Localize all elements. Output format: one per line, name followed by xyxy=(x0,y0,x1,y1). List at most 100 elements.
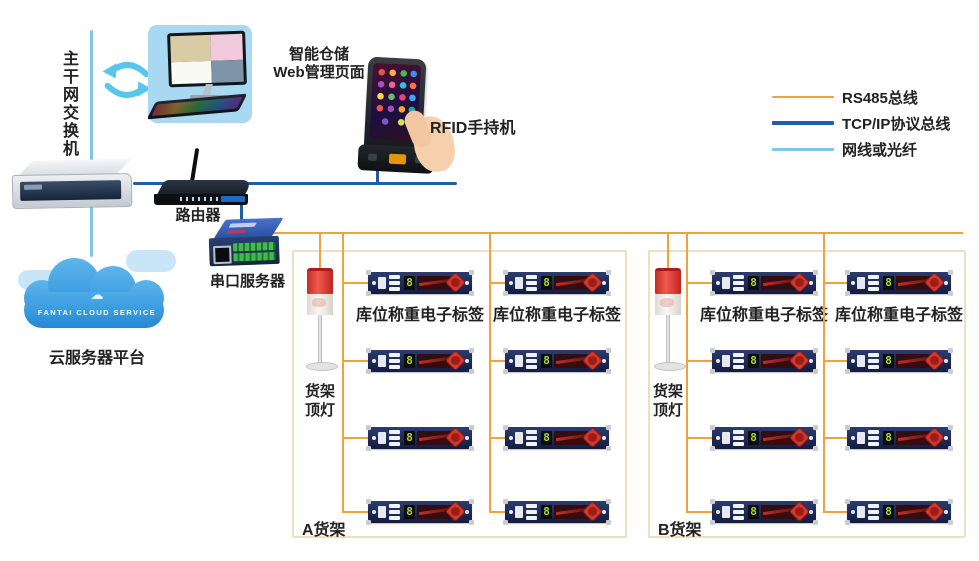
tag-led-display xyxy=(554,276,590,290)
rs485-rail-wire xyxy=(489,232,491,513)
tag-buttons xyxy=(868,353,879,369)
tag-screw xyxy=(944,510,948,514)
cloud-platform-label: 云服务器平台 xyxy=(48,350,145,367)
stack-light-pole xyxy=(666,315,670,365)
tag-column-label: 库位称重电子标签 xyxy=(492,307,622,324)
weighing-tag-device: 8 xyxy=(503,499,611,525)
terminal-block xyxy=(233,251,276,262)
tag-led-display xyxy=(761,276,797,290)
tag-screw xyxy=(372,510,376,514)
tag-screw xyxy=(465,436,469,440)
backbone-switch-label: 主干网交换机 xyxy=(60,50,77,158)
weighing-tag-device: 8 xyxy=(503,348,611,374)
tag-sticker xyxy=(857,355,865,367)
weighing-tag-device: 8 xyxy=(366,499,474,525)
tag-column-label: 库位称重电子标签 xyxy=(699,307,829,324)
weighing-tag-device: 8 xyxy=(710,425,818,451)
rs485-stub-wire xyxy=(824,282,847,284)
tag-screw xyxy=(716,281,720,285)
tag-buttons xyxy=(868,504,879,520)
cloud-icon: ☁ xyxy=(90,287,104,302)
stack-light-red-lens xyxy=(307,268,333,294)
tag-led-display xyxy=(554,354,590,368)
ethernet-fiber-wire-top xyxy=(90,30,93,162)
tag-buttons xyxy=(389,275,400,291)
stack-light-label: 货架顶灯 xyxy=(304,383,335,419)
cloud-brand-text: FANTAI CLOUD SERVICE xyxy=(37,308,157,317)
router-device xyxy=(152,146,253,208)
tag-screw xyxy=(716,436,720,440)
tag-buttons xyxy=(868,275,879,291)
rs485-stub-wire xyxy=(343,437,368,439)
rs485-stub-wire xyxy=(824,360,847,362)
tag-sticker xyxy=(857,277,865,289)
tag-screw xyxy=(851,281,855,285)
tag-digit-display: 8 xyxy=(883,505,894,519)
tag-led-display xyxy=(896,276,932,290)
tag-buttons xyxy=(526,504,537,520)
handheld-scan-button xyxy=(388,153,407,165)
tag-digit-display: 8 xyxy=(541,354,552,368)
switch-logo xyxy=(24,184,43,190)
weighing-tag-device: 8 xyxy=(845,348,953,374)
tag-sticker xyxy=(857,506,865,518)
rs485-stub-wire xyxy=(490,282,505,284)
tag-screw xyxy=(809,436,813,440)
handheld-key xyxy=(367,153,378,162)
rs485-stub-wire xyxy=(343,282,368,284)
tag-screw xyxy=(509,359,513,363)
rs485-stub-wire xyxy=(687,511,712,513)
tag-screw xyxy=(716,510,720,514)
stack-light-device xyxy=(306,268,338,371)
tag-screw xyxy=(465,359,469,363)
rj45-port xyxy=(213,245,232,265)
tag-digit-display: 8 xyxy=(883,431,894,445)
tag-sticker xyxy=(378,277,386,289)
rs485-tower-drop-wire xyxy=(319,232,321,272)
tcpip-bus-wire xyxy=(133,182,457,185)
cloud-back-puff xyxy=(126,250,176,272)
weighing-tag-device: 8 xyxy=(710,270,818,296)
tag-screw xyxy=(851,359,855,363)
weighing-tag-device: 8 xyxy=(366,270,474,296)
tag-sticker xyxy=(515,506,523,518)
shelf-zone-box xyxy=(648,250,966,538)
rs485-rail-wire xyxy=(823,232,825,513)
weighing-tag-device: 8 xyxy=(710,348,818,374)
rs485-stub-wire xyxy=(343,360,368,362)
legend-swatch xyxy=(772,147,834,151)
tag-sticker xyxy=(378,506,386,518)
web-page-label-line1: 智能仓储 xyxy=(288,46,349,63)
tag-led-display xyxy=(896,431,932,445)
tag-digit-display: 8 xyxy=(883,354,894,368)
tag-screw xyxy=(509,436,513,440)
tag-digit-display: 8 xyxy=(748,431,759,445)
tag-screw xyxy=(372,359,376,363)
rfid-label: RFID手持机 xyxy=(430,120,516,137)
tag-screw xyxy=(602,436,606,440)
legend-item-tcpip: TCP/IP协议总线 xyxy=(772,110,950,136)
serial-server-marking xyxy=(226,229,247,234)
tag-screw xyxy=(716,359,720,363)
tag-sticker xyxy=(722,277,730,289)
tag-led-display xyxy=(896,505,932,519)
ethernet-fiber-wire-cloud xyxy=(90,205,93,257)
legend-item-fiber: 网线或光纤 xyxy=(772,136,950,162)
tag-sticker xyxy=(722,355,730,367)
tag-digit-display: 8 xyxy=(748,354,759,368)
rs485-stub-wire xyxy=(343,511,368,513)
cloud-shape: ☁ FANTAI CLOUD SERVICE xyxy=(24,252,170,330)
weighing-tag-device: 8 xyxy=(366,425,474,451)
tag-screw xyxy=(509,510,513,514)
stack-light-clear-lens xyxy=(655,294,681,315)
legend-label: RS485总线 xyxy=(842,89,918,107)
tag-digit-display: 8 xyxy=(541,276,552,290)
tag-screw xyxy=(944,281,948,285)
tag-sticker xyxy=(378,432,386,444)
serial-server-label: 串口服务器 xyxy=(209,273,285,290)
tag-screw xyxy=(809,359,813,363)
tag-screw xyxy=(602,281,606,285)
tag-sticker xyxy=(722,432,730,444)
tag-led-display xyxy=(761,431,797,445)
